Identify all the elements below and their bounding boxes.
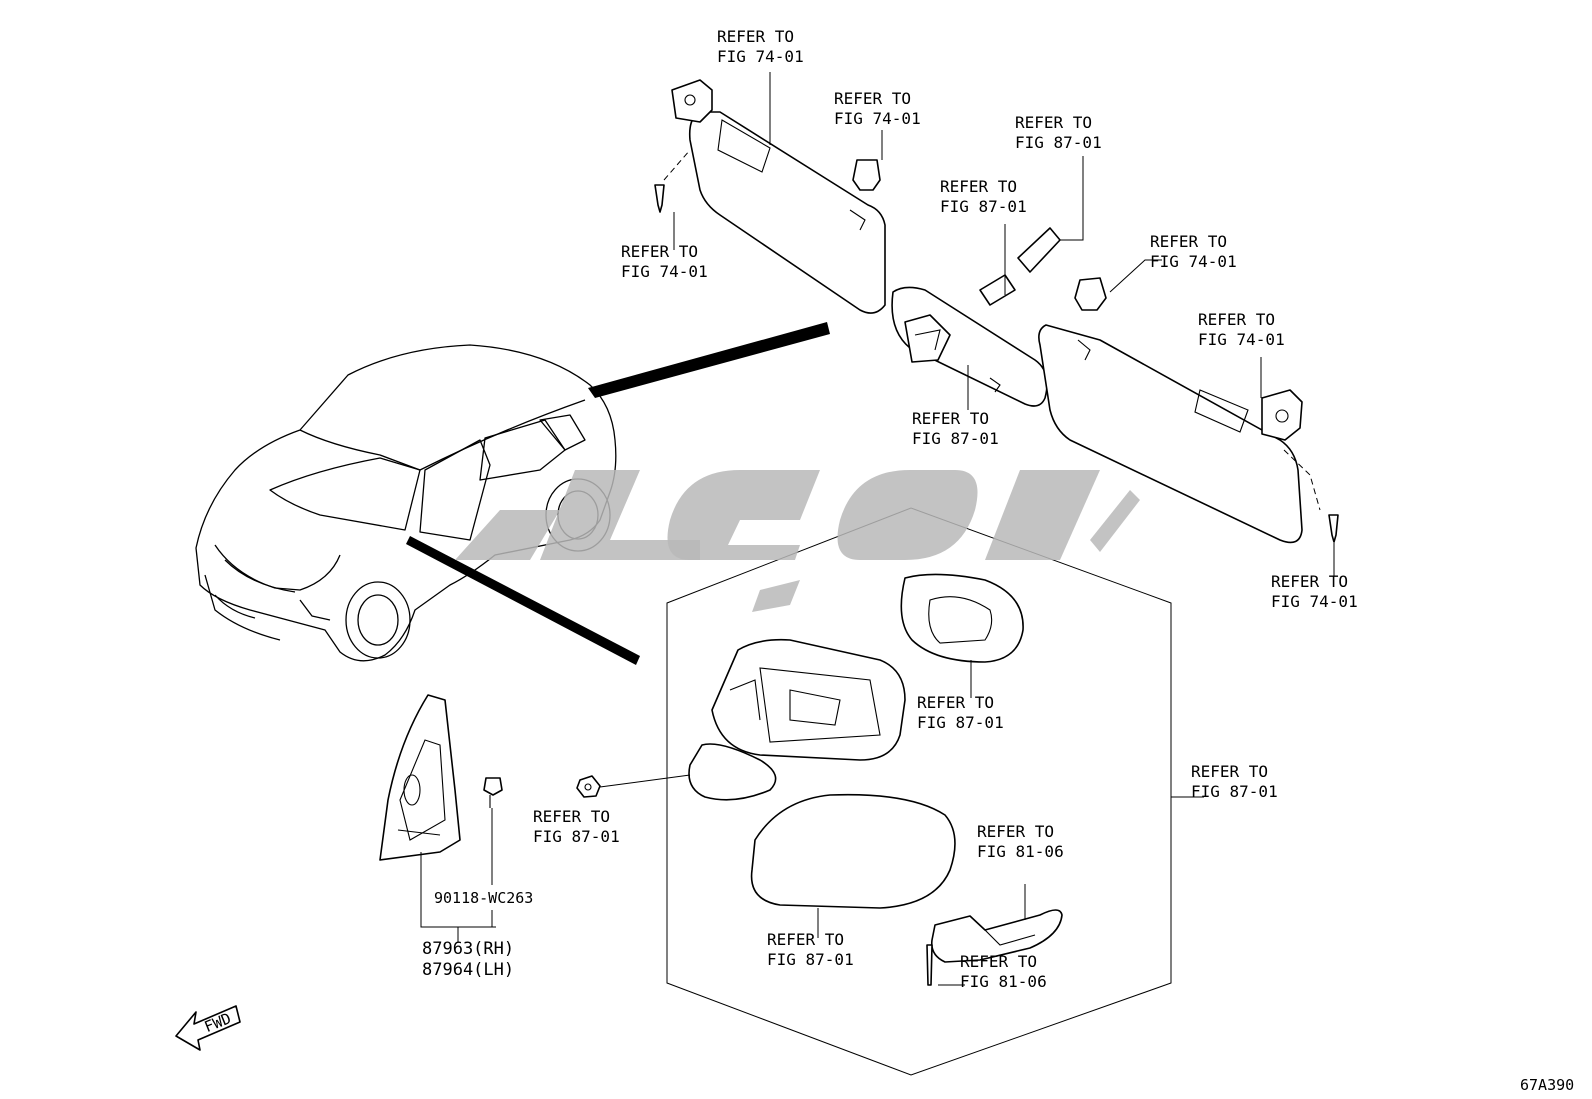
callout-mirror-cover-l1: REFER TO xyxy=(1015,113,1092,132)
callout-visor-top-left-l1: REFER TO xyxy=(717,27,794,46)
callout-visor-top-right-l1: REFER TO xyxy=(1198,310,1275,329)
callout-mirror-nut-l2: FIG 87-01 xyxy=(533,827,620,846)
inner-rear-view-mirror xyxy=(891,227,1061,407)
mirror-garnish-bracket xyxy=(379,694,461,861)
mirror-nut xyxy=(576,775,601,798)
callout-mirror-glass-l1: REFER TO xyxy=(917,693,994,712)
callout-visor-clip-right-l2: FIG 74-01 xyxy=(1150,252,1237,271)
leader-lines xyxy=(420,72,1335,986)
callout-mirror-glass-l2: FIG 87-01 xyxy=(917,713,1004,732)
side-turn-lamp xyxy=(926,909,1063,986)
callout-visor-clip-left-l1: REFER TO xyxy=(834,89,911,108)
clip-part xyxy=(483,777,503,808)
part-number-lh: 87964(LH) xyxy=(422,960,514,980)
callout-mirror-bracket-l2: FIG 87-01 xyxy=(940,197,1027,216)
callout-mirror-cover-l2: FIG 87-01 xyxy=(1015,133,1102,152)
mirror-cap xyxy=(750,793,956,909)
pointer-lines xyxy=(406,322,830,665)
callout-side-turn-lamp-screw-l2: FIG 81-06 xyxy=(960,972,1047,991)
figure-code: 67A390 xyxy=(1520,1076,1574,1094)
part-number-clip: 90118-WC263 xyxy=(434,889,533,907)
callout-inner-mirror-l2: FIG 87-01 xyxy=(912,429,999,448)
callout-visor-screw-right-l1: REFER TO xyxy=(1271,572,1348,591)
callout-visor-screw-left-l1: REFER TO xyxy=(621,242,698,261)
callout-outer-mirror-assy-l2: FIG 87-01 xyxy=(1191,782,1278,801)
callout-visor-screw-right-l2: FIG 74-01 xyxy=(1271,592,1358,611)
outer-mirror-assembly xyxy=(688,638,906,801)
part-number-labels: 90118-WC263 87963(RH) 87964(LH) xyxy=(422,889,533,980)
callout-outer-mirror-assy-l1: REFER TO xyxy=(1191,762,1268,781)
callout-visor-clip-left-l2: FIG 74-01 xyxy=(834,109,921,128)
callout-mirror-bracket-l1: REFER TO xyxy=(940,177,1017,196)
callout-visor-top-left-l2: FIG 74-01 xyxy=(717,47,804,66)
callout-mirror-cap-l2: FIG 87-01 xyxy=(767,950,854,969)
mirror-glass xyxy=(900,573,1024,663)
part-number-rh: 87963(RH) xyxy=(422,939,514,959)
callout-inner-mirror-l1: REFER TO xyxy=(912,409,989,428)
callout-mirror-cap-l1: REFER TO xyxy=(767,930,844,949)
callout-side-turn-lamp-l2: FIG 81-06 xyxy=(977,842,1064,861)
callout-visor-top-right-l2: FIG 74-01 xyxy=(1198,330,1285,349)
fwd-arrow: FWD xyxy=(175,1005,241,1051)
callout-visor-screw-left-l2: FIG 74-01 xyxy=(621,262,708,281)
callout-mirror-nut-l1: REFER TO xyxy=(533,807,610,826)
callout-visor-clip-right-l1: REFER TO xyxy=(1150,232,1227,251)
callout-side-turn-lamp-l1: REFER TO xyxy=(977,822,1054,841)
callout-labels: REFER TO FIG 74-01 REFER TO FIG 74-01 RE… xyxy=(533,27,1358,991)
watermark-logo xyxy=(455,470,1140,612)
sun-visor-left xyxy=(654,79,886,314)
callout-side-turn-lamp-screw-l1: REFER TO xyxy=(960,952,1037,971)
sun-visor-right xyxy=(1038,277,1339,544)
